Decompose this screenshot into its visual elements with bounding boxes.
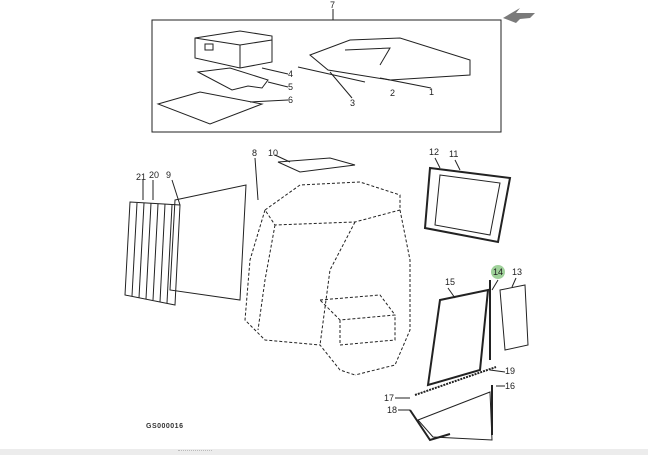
callout-1: 1	[429, 87, 435, 97]
callout-20: 20	[149, 170, 160, 180]
callout-4: 4	[288, 69, 294, 79]
roof-glass-10	[277, 157, 356, 173]
diagram-code: GS000016	[146, 423, 184, 430]
callout-12: 12	[429, 147, 440, 157]
cab-frame	[244, 181, 411, 376]
bottom-scroll-bar[interactable]	[0, 449, 648, 455]
roof-panel	[297, 37, 471, 99]
callout-5: 5	[288, 82, 294, 92]
lower-window	[395, 366, 505, 442]
kit-box	[151, 9, 502, 133]
console-box	[194, 30, 289, 75]
callout-8: 8	[252, 148, 258, 158]
rear-window-9	[169, 157, 259, 301]
callout-13: 13	[512, 267, 523, 277]
door-window-11-12	[423, 157, 512, 244]
plate-5	[196, 67, 269, 91]
plate-6	[156, 91, 264, 125]
callout-14-highlighted[interactable]: 14	[491, 265, 505, 279]
drag-handle[interactable]	[178, 450, 212, 453]
callout-9: 9	[166, 170, 172, 180]
callout-2: 2	[390, 88, 396, 98]
callout-7: 7	[330, 0, 336, 10]
grille-20-21	[124, 180, 181, 306]
callout-19: 19	[505, 366, 516, 376]
direction-arrow	[503, 8, 535, 23]
callout-18: 18	[387, 405, 398, 415]
side-windows	[426, 277, 529, 387]
callout-6: 6	[288, 95, 294, 105]
callout-11: 11	[449, 149, 459, 159]
callout-21: 21	[136, 172, 147, 182]
callout-3: 3	[350, 98, 356, 108]
callout-10: 10	[268, 148, 279, 158]
callout-17: 17	[384, 393, 395, 403]
callout-16: 16	[505, 381, 516, 391]
callout-15: 15	[445, 277, 456, 287]
